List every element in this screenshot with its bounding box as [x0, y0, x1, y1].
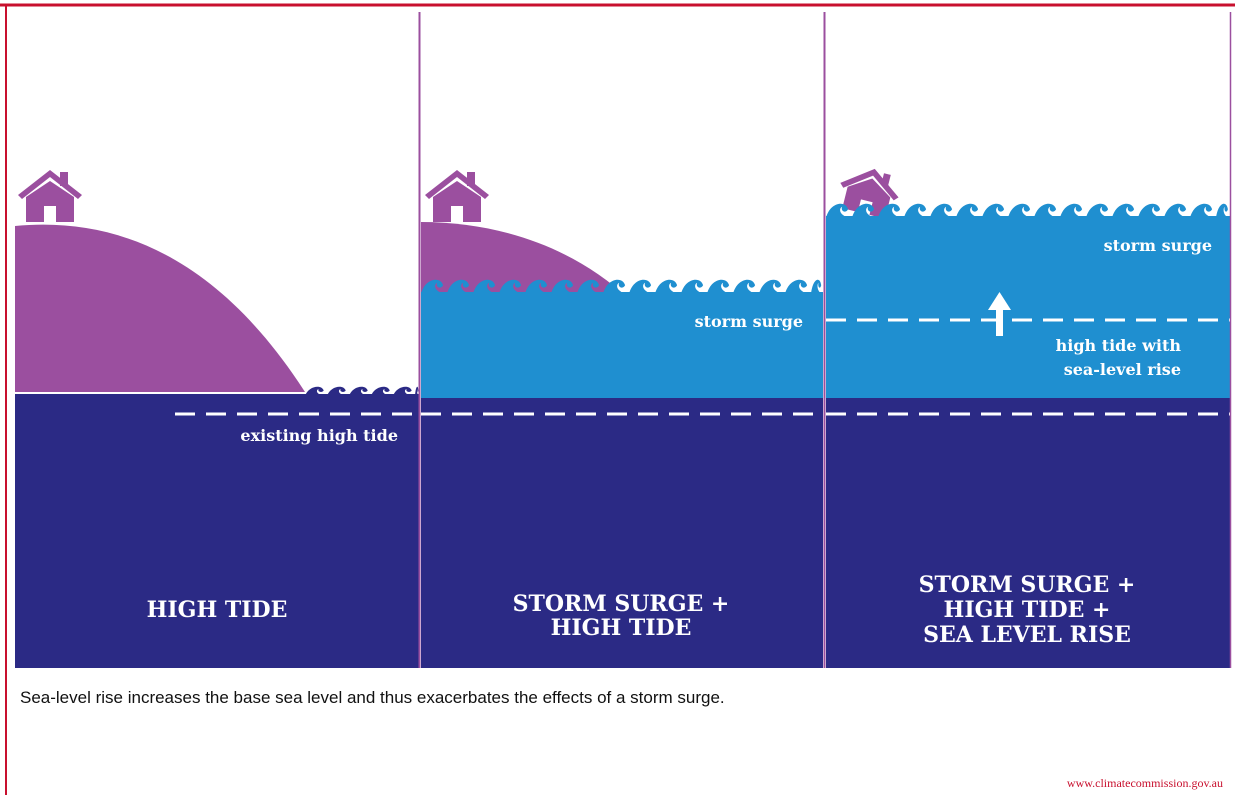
label-existing-high-tide: existing high tide [240, 426, 398, 445]
panel-title-line-1: STORM SURGE + [919, 572, 1136, 598]
house-icon [18, 170, 82, 222]
source-credit: www.climatecommission.gov.au [1066, 776, 1223, 790]
hill [15, 224, 305, 392]
shore-waves [305, 386, 419, 398]
panel-title-line-2: HIGH TIDE [551, 615, 692, 641]
surge-waves [421, 279, 823, 296]
up-arrow-icon [988, 292, 1011, 336]
house-icon [425, 170, 489, 222]
deep-sea [421, 398, 823, 668]
tilted-house-icon [840, 168, 899, 219]
panel-title-line-3: SEA LEVEL RISE [923, 622, 1131, 648]
panel-storm-surge-high-tide-sea-level-rise: storm surge high tide with sea-level ris… [826, 12, 1230, 668]
panel-title-high-tide: HIGH TIDE [147, 597, 288, 623]
deep-sea [15, 394, 419, 668]
deep-sea [826, 398, 1230, 668]
label-storm-surge: storm surge [1104, 236, 1212, 255]
panel-storm-surge-high-tide: storm surge STORM SURGE + HIGH TIDE [421, 12, 823, 668]
surge-waves [826, 203, 1230, 220]
label-sea-level-rise: sea-level rise [1064, 360, 1181, 379]
surge-water [421, 292, 823, 398]
hill [421, 222, 630, 300]
label-storm-surge: storm surge [695, 312, 803, 331]
panel-high-tide: existing high tide HIGH TIDE [15, 12, 419, 668]
figure-caption: Sea-level rise increases the base sea le… [20, 688, 725, 707]
label-high-tide-with: high tide with [1056, 336, 1182, 355]
panel-title-line-1: STORM SURGE + [513, 591, 730, 617]
panel-title-line-2: HIGH TIDE + [944, 597, 1111, 623]
surge-water [826, 216, 1230, 398]
